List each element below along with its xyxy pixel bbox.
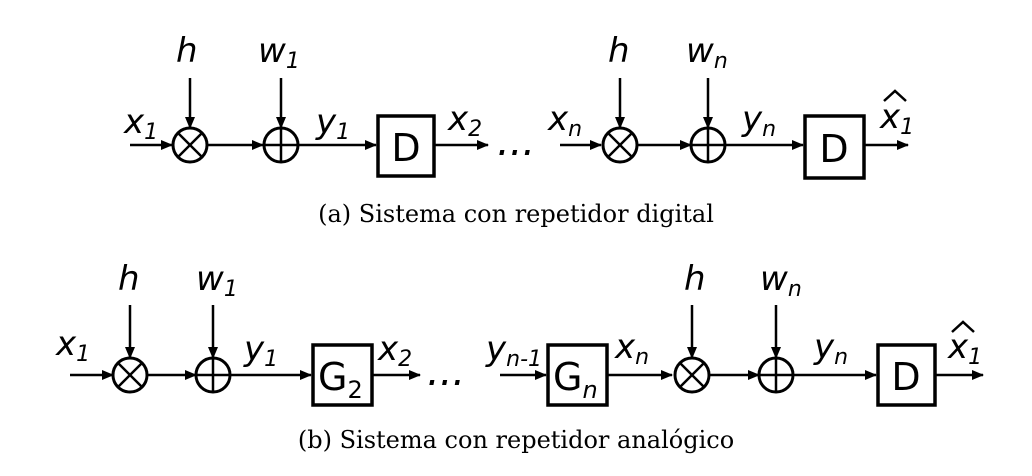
caption-b: (b) Sistema con repetidor analógico <box>298 426 734 454</box>
decision-box <box>876 343 937 407</box>
label-x1: x1 <box>123 102 158 145</box>
label-x2: x2 <box>377 329 412 372</box>
label-wn: wn <box>686 31 728 74</box>
svg-text:x1: x1 <box>947 327 982 370</box>
label-yn: yn <box>813 327 848 370</box>
label-h-n: h <box>608 31 630 71</box>
decision-box-label: D <box>891 355 920 399</box>
decision-box-n-label: D <box>819 127 848 171</box>
label-xn: xn <box>547 99 582 142</box>
diagram-b: x1 h w1 y1 G2 x2 ... yn-1 Gn xn h <box>55 259 984 407</box>
adder-node-n <box>689 126 727 164</box>
label-yn: yn <box>741 99 776 142</box>
label-w1: w1 <box>196 259 238 302</box>
label-h: h <box>176 31 198 71</box>
label-xhat: x1 <box>879 89 914 140</box>
ellipsis: ... <box>427 349 465 395</box>
label-x2: x2 <box>447 99 482 142</box>
decision-box-n <box>803 114 866 180</box>
svg-text:x1: x1 <box>879 97 914 140</box>
label-h-n: h <box>684 259 706 299</box>
label-yn1: yn-1 <box>485 329 542 372</box>
multiplier-node <box>111 356 149 394</box>
multiplier-node-n <box>601 126 639 164</box>
decision-box-label: D <box>391 126 420 170</box>
multiplier-node-n <box>673 356 711 394</box>
label-w1: w1 <box>258 31 300 74</box>
label-y1: y1 <box>243 329 278 372</box>
gain-box-n-label: Gn <box>553 355 598 404</box>
multiplier-node <box>171 126 209 164</box>
gain-box-2-label: G2 <box>318 355 363 404</box>
label-wn: wn <box>760 259 802 302</box>
adder-node <box>262 126 300 164</box>
label-xhat: x1 <box>947 320 982 370</box>
decision-box <box>376 114 436 178</box>
label-h: h <box>118 259 140 299</box>
adder-node <box>194 356 232 394</box>
diagram-a: x1 h w1 y1 D x2 ... xn h <box>123 31 914 180</box>
label-y1: y1 <box>315 102 350 145</box>
adder-node-n <box>757 356 795 394</box>
label-x1: x1 <box>55 324 90 367</box>
label-xn: xn <box>614 327 649 370</box>
hat-accent <box>951 320 975 333</box>
ellipsis: ... <box>497 119 535 165</box>
caption-a: (a) Sistema con repetidor digital <box>318 200 714 228</box>
hat-accent <box>883 89 907 102</box>
